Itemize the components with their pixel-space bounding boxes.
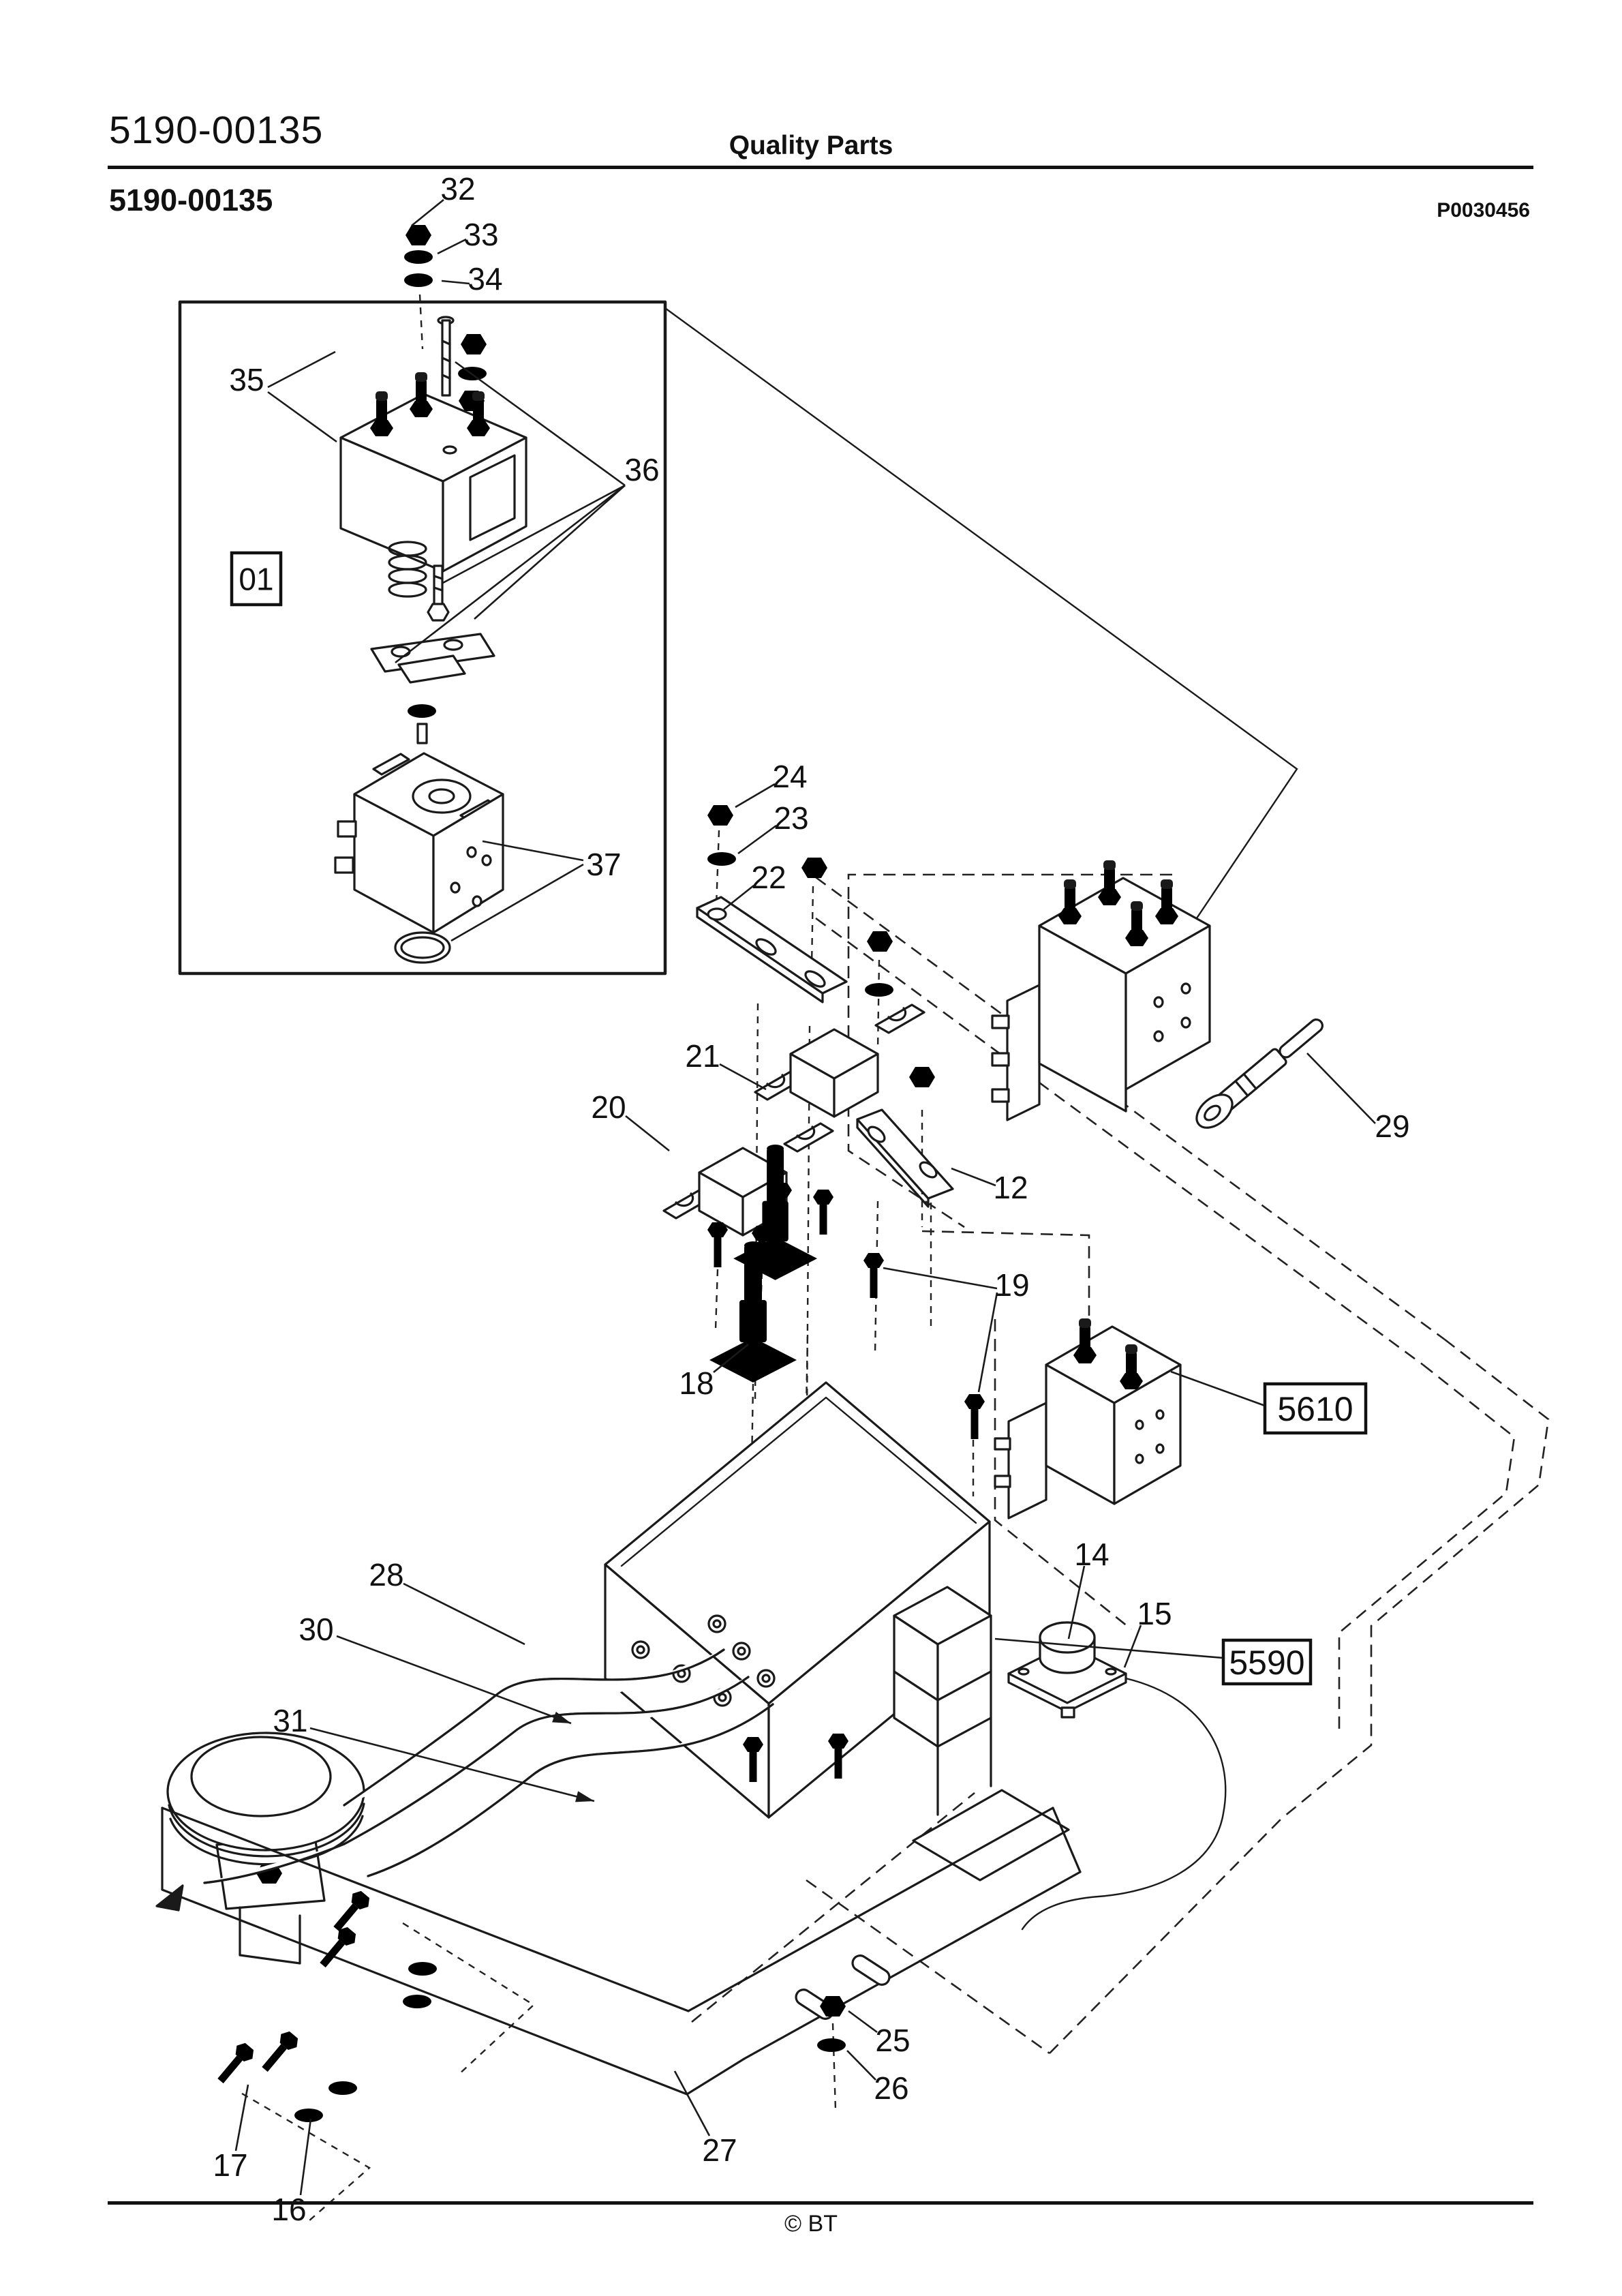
callout-36: 36 — [624, 452, 659, 487]
callout-24: 24 — [772, 759, 807, 794]
footer-copyright: © BT — [784, 2211, 838, 2237]
figure-code: P0030456 — [1437, 199, 1530, 222]
solenoid-37 — [334, 752, 504, 964]
callout-layer: 32 33 34 35 36 37 24 23 22 21 20 12 19 29 18 14 15 28 30 31… — [213, 171, 1409, 2227]
callout-16: 16 — [271, 2192, 306, 2227]
callout-5610: 5610 — [1277, 1390, 1353, 1428]
callout-12: 12 — [993, 1170, 1028, 1205]
fuse-21 — [754, 1003, 925, 1118]
callout-29: 29 — [1375, 1108, 1409, 1144]
hardware-25-26 — [817, 1996, 846, 2057]
controller-box — [604, 1381, 1070, 1882]
callout-28: 28 — [369, 1557, 403, 1592]
callout-box-01 — [230, 551, 283, 607]
callout-26: 26 — [874, 2070, 908, 2106]
callout-01: 01 — [239, 562, 273, 597]
callout-27: 27 — [702, 2132, 737, 2168]
horn — [166, 1732, 365, 1965]
figure-number: 5190-00135 — [109, 183, 273, 217]
callout-34: 34 — [468, 261, 502, 297]
busbar-22 — [696, 896, 848, 1003]
callout-17: 17 — [213, 2147, 247, 2183]
footer-rule — [108, 2201, 1533, 2205]
contactor-main — [991, 860, 1211, 1121]
callout-37: 37 — [586, 847, 621, 882]
hardware-nut-washers-top — [404, 225, 433, 292]
contactor-assembly-01 — [339, 316, 527, 744]
callout-18: 18 — [679, 1365, 714, 1401]
inset-box-frame — [178, 300, 667, 976]
callout-19: 19 — [994, 1267, 1029, 1303]
callout-30: 30 — [299, 1612, 333, 1647]
cable-direction-arrow — [155, 1884, 184, 1912]
contactor-5610 — [994, 1318, 1182, 1520]
busbar-12 — [856, 1108, 954, 1208]
callout-14: 14 — [1074, 1537, 1109, 1572]
cables — [155, 1614, 776, 1912]
callout-22: 22 — [751, 860, 786, 895]
callout-32: 32 — [440, 171, 475, 207]
callout-25: 25 — [875, 2023, 910, 2058]
fuse-20 — [662, 1122, 834, 1237]
header-rule — [108, 166, 1533, 169]
callout-20: 20 — [591, 1089, 626, 1125]
callout-35: 35 — [229, 362, 264, 397]
cable-lug-29 — [1195, 1018, 1323, 1129]
callout-21: 21 — [685, 1038, 720, 1074]
document-number-header: 5190-00135 — [109, 108, 324, 152]
spring — [388, 541, 427, 598]
callout-box-5610 — [1263, 1382, 1368, 1435]
page-title: Quality Parts — [729, 131, 893, 160]
horn-button-14 — [1007, 1621, 1227, 1931]
callout-15: 15 — [1137, 1596, 1172, 1631]
callout-box-5590 — [1221, 1638, 1313, 1686]
callout-23: 23 — [774, 800, 808, 836]
inset-reference-line — [664, 307, 1298, 949]
callout-5590: 5590 — [1229, 1644, 1304, 1682]
callout-33: 33 — [463, 217, 498, 252]
callout-31: 31 — [273, 1703, 307, 1738]
